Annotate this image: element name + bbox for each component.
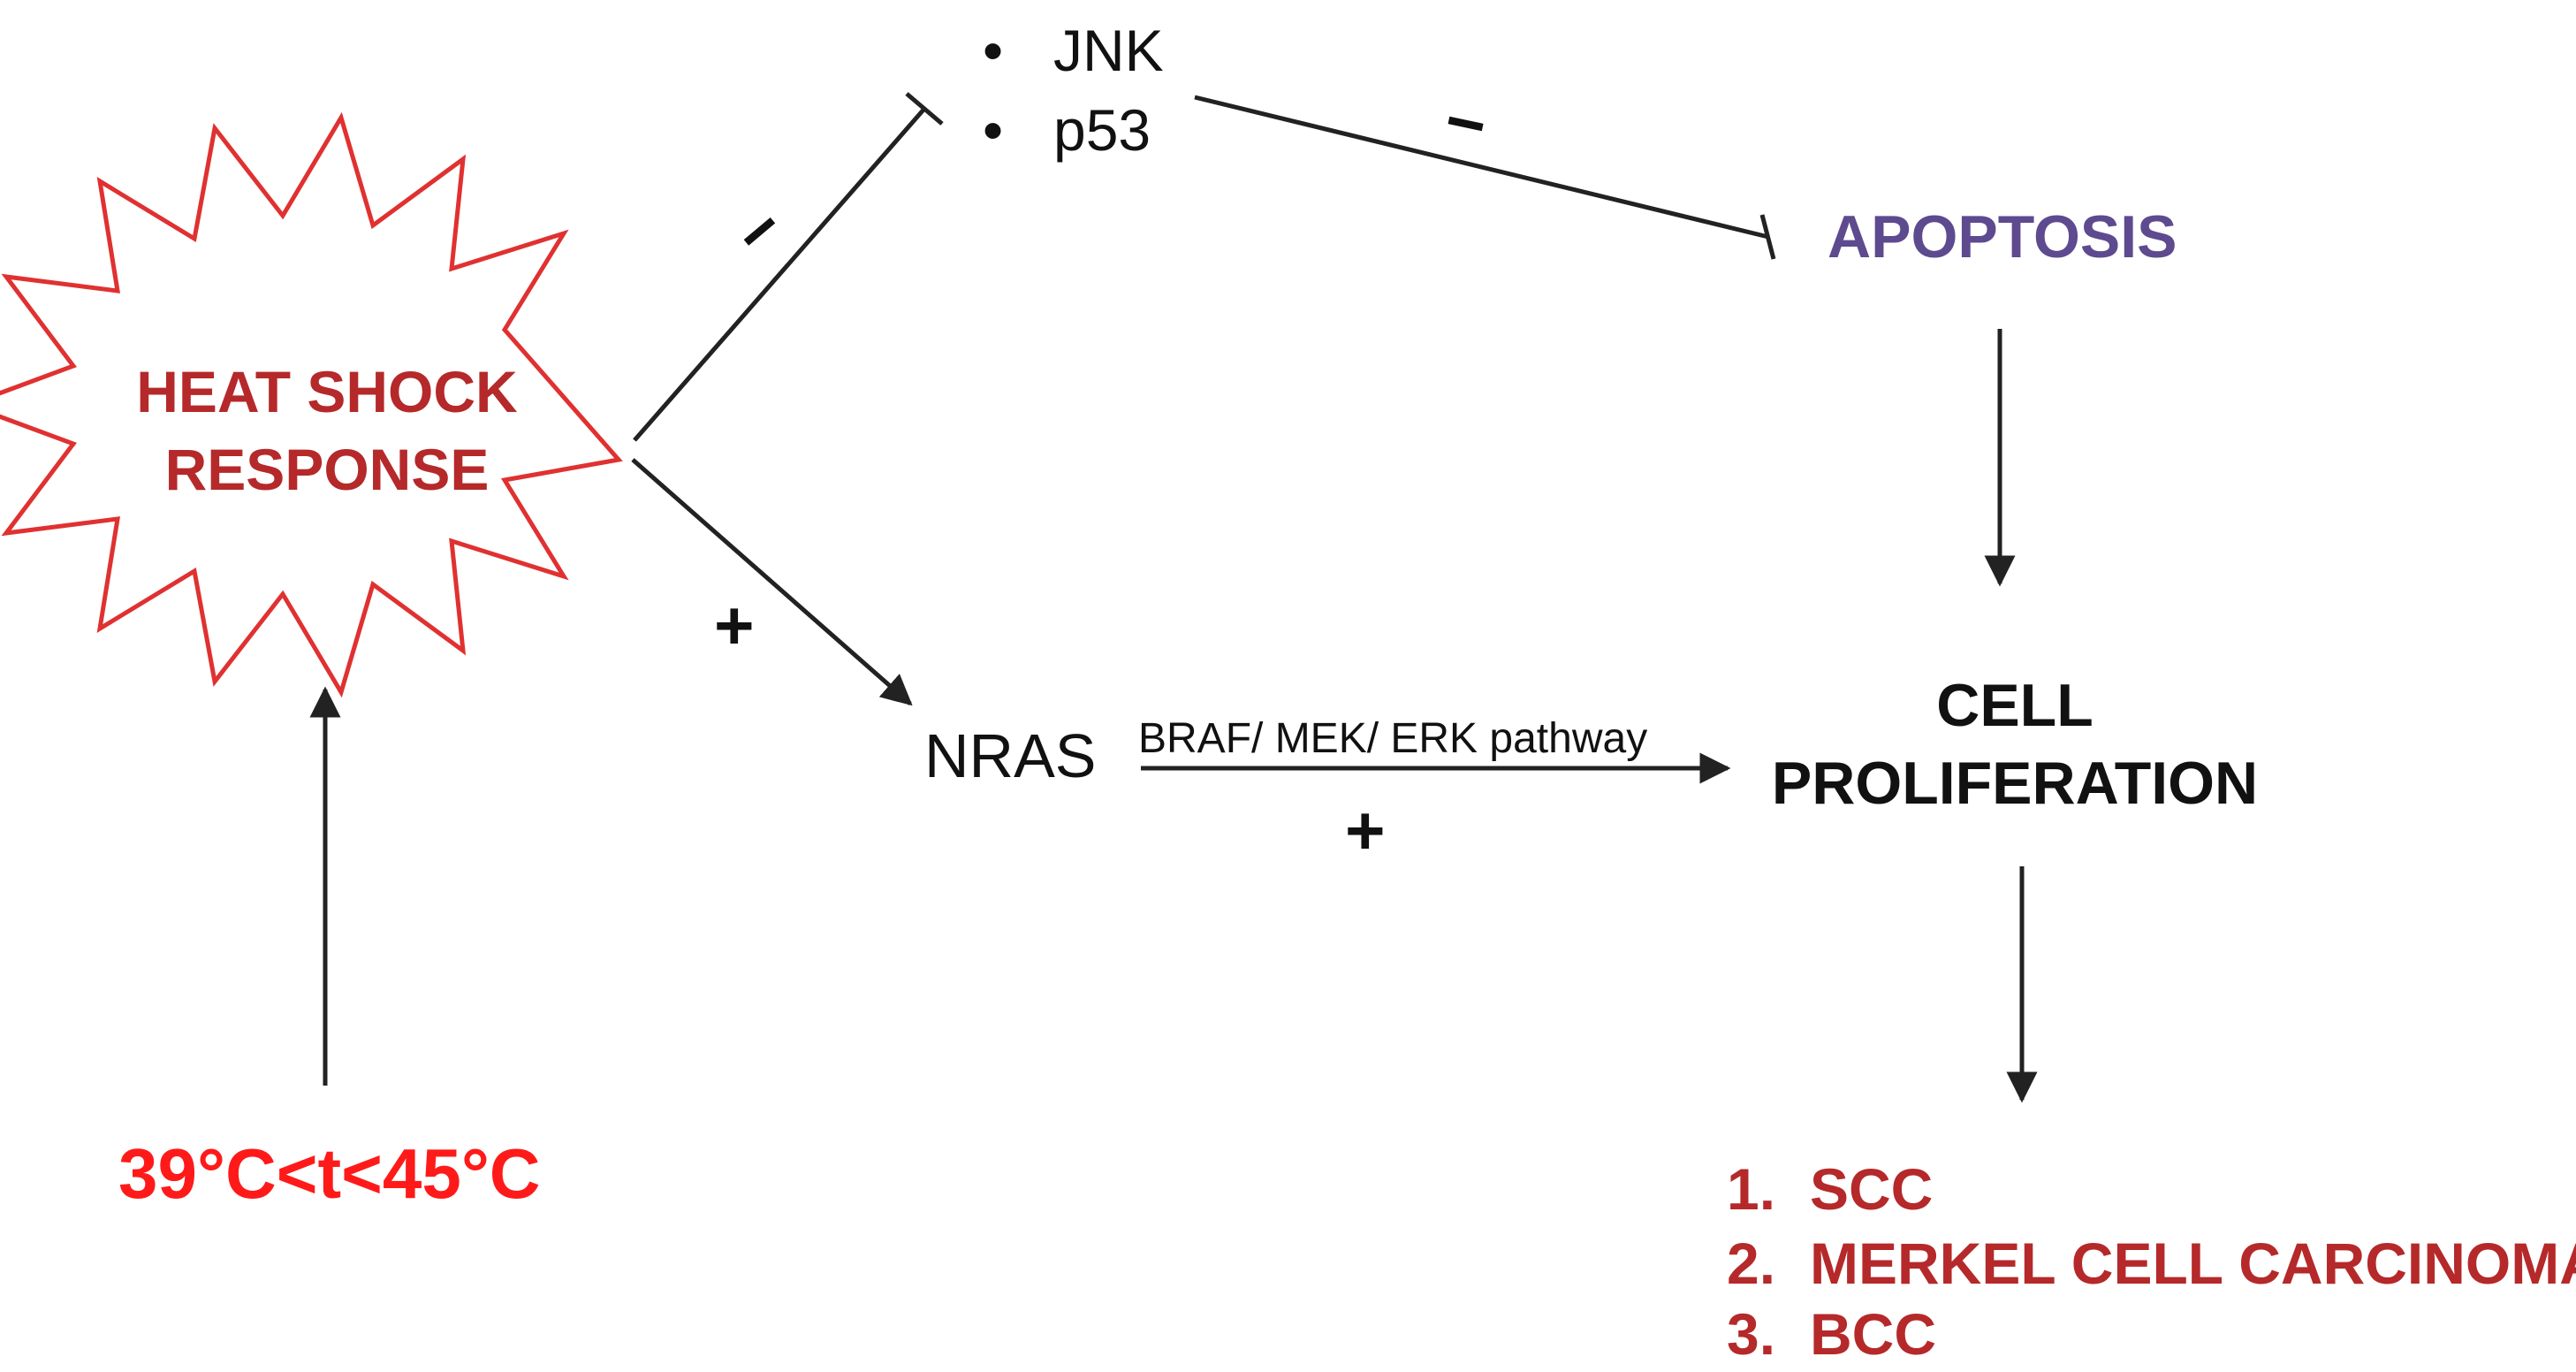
nras-label: NRAS — [924, 721, 1097, 790]
inhibit-heatshock-to-jnk — [633, 107, 926, 442]
outcome-2: 2.MERKEL CELL CARCINOMA — [1727, 1234, 2576, 1292]
heat-shock-burst — [0, 111, 623, 698]
pathway-label: BRAF/ MEK/ ERK pathway — [1138, 715, 1648, 762]
apoptosis-label: APOPTOSIS — [1828, 203, 2177, 271]
cell-line2: PROLIFERATION — [1771, 750, 2259, 817]
activate-sign-pathway: + — [1345, 791, 1386, 869]
outcome-3-label: BCC — [1810, 1301, 1936, 1367]
inhibit-p53-to-apoptosis — [1194, 95, 1769, 240]
inhibit-p53-to-apoptosis-bar — [1759, 214, 1776, 260]
outcome-3: 3.BCC — [1727, 1305, 1936, 1363]
cell-proliferation-label: CELL PROLIFERATION — [1750, 675, 2280, 813]
outcome-3-num: 3. — [1727, 1301, 1776, 1367]
jnk-item: • JNK — [983, 21, 1164, 80]
temperature-label: 39°C<t<45°C — [118, 1134, 541, 1213]
outcome-2-label: MERKEL CELL CARCINOMA — [1810, 1231, 2576, 1296]
outcome-1: 1.SCC — [1727, 1160, 1933, 1218]
inhibit-heatshock-to-jnk-bar — [905, 92, 944, 126]
jnk-label: JNK — [1053, 18, 1164, 83]
p53-bullet: • — [983, 97, 1004, 163]
heat-shock-line2: RESPONSE — [164, 437, 490, 502]
outcome-2-num: 2. — [1727, 1231, 1776, 1296]
arrow-heatshock-to-nras — [631, 458, 913, 706]
outcome-1-num: 1. — [1727, 1156, 1776, 1222]
jnk-bullet: • — [983, 18, 1004, 83]
activate-sign-lower: + — [714, 586, 755, 664]
outcome-1-label: SCC — [1810, 1156, 1934, 1222]
p53-label: p53 — [1053, 97, 1151, 163]
heat-shock-line1: HEAT SHOCK — [136, 359, 518, 424]
heat-shock-label: HEAT SHOCK RESPONSE — [106, 362, 548, 499]
cell-line1: CELL — [1936, 672, 2093, 739]
p53-item: •p53 — [983, 101, 1151, 159]
